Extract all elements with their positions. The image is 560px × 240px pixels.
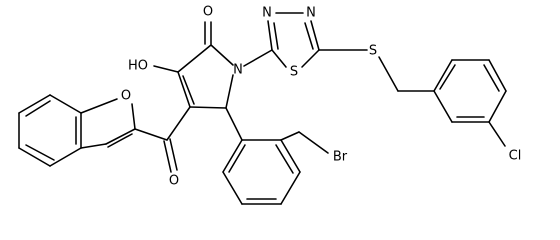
bond xyxy=(310,20,320,51)
furan-oxygen-label: O xyxy=(121,89,131,104)
bond xyxy=(182,75,195,105)
bond xyxy=(177,71,191,108)
bond xyxy=(166,106,191,141)
carbonyl-oxygen-label: O xyxy=(203,5,213,20)
bond xyxy=(222,171,243,205)
atom-labels: O HO N N N S S O O Br Cl xyxy=(121,5,521,189)
bond xyxy=(228,144,246,173)
bond xyxy=(49,94,82,114)
bond xyxy=(169,138,178,171)
bond xyxy=(18,147,51,167)
thiadiazole-nitrogen-right-label: N xyxy=(306,6,316,21)
bond xyxy=(225,74,234,109)
pyrrole-nitrogen-label: N xyxy=(233,63,243,78)
bond xyxy=(80,98,118,114)
bond xyxy=(488,59,507,92)
ketone-oxygen-label: O xyxy=(169,174,179,189)
bond xyxy=(105,128,136,145)
hydroxyl-label: HO xyxy=(128,59,148,74)
bond xyxy=(163,140,172,173)
bond xyxy=(304,22,314,50)
bond xyxy=(25,144,55,161)
bond xyxy=(25,100,51,117)
bond xyxy=(222,139,243,173)
bond xyxy=(378,56,399,92)
bond xyxy=(267,20,273,51)
bromine-label: Br xyxy=(333,150,348,165)
bond xyxy=(280,131,300,141)
bond xyxy=(131,103,136,130)
bond xyxy=(107,133,133,148)
bonds xyxy=(18,12,507,205)
bond xyxy=(243,49,273,67)
bond xyxy=(177,44,212,73)
thiadiazole-sulfur-label: S xyxy=(290,65,298,80)
chemical-structure: O HO N N N S S O O Br Cl xyxy=(18,5,521,205)
bond xyxy=(488,121,506,147)
bond xyxy=(298,131,329,154)
bond xyxy=(189,106,227,109)
bond xyxy=(225,107,243,141)
bond xyxy=(280,171,301,205)
bond xyxy=(280,139,301,173)
bond xyxy=(275,144,294,174)
chlorine-label: Cl xyxy=(509,149,522,164)
bond xyxy=(433,59,453,92)
thiadiazole-nitrogen-left-label: N xyxy=(262,6,272,21)
bond xyxy=(80,143,107,149)
bond xyxy=(49,147,82,167)
bond xyxy=(433,90,453,123)
bond xyxy=(271,49,287,68)
bond xyxy=(210,44,234,66)
bond xyxy=(134,128,168,141)
bond xyxy=(488,90,507,123)
bond xyxy=(18,94,51,114)
bond xyxy=(439,64,456,90)
bond xyxy=(153,65,179,73)
thioether-sulfur-label: S xyxy=(369,44,377,59)
bond xyxy=(273,22,279,50)
bond xyxy=(483,64,500,92)
bond xyxy=(301,49,320,68)
